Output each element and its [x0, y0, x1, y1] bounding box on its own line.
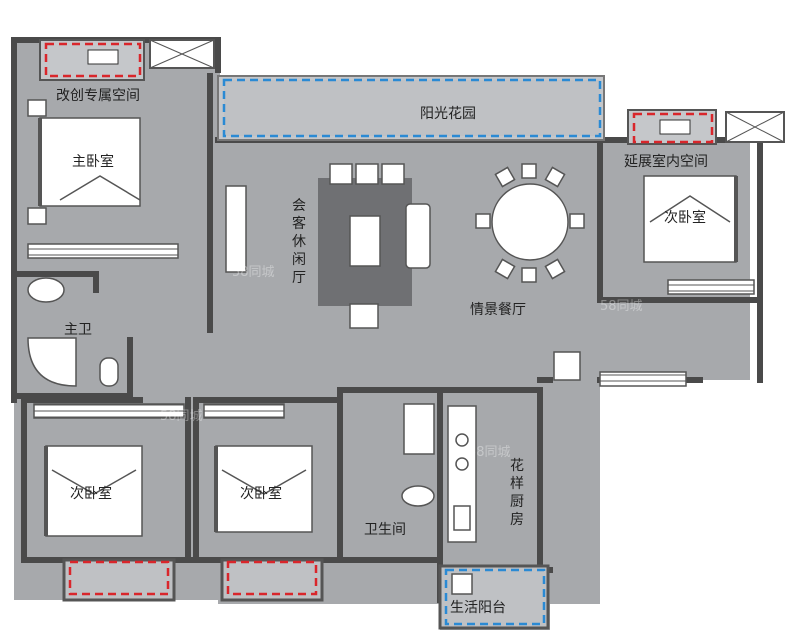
dining-table [491, 183, 569, 261]
furniture [27, 99, 755, 595]
label-bedroom-middle: 次卧室 [240, 485, 282, 502]
label-bedroom-right: 次卧室 [664, 209, 706, 226]
label-master-bath: 主卫 [64, 322, 92, 338]
label-extended-space: 延展室内空间 [624, 153, 708, 170]
label-kitchen: 花样厨房 [510, 458, 524, 528]
label-toilet: 卫生间 [364, 522, 406, 538]
watermark: 58同城 [468, 445, 511, 460]
label-master-bedroom: 主卧室 [72, 153, 114, 170]
watermark: 58同城 [160, 409, 203, 424]
label-bedroom-left: 次卧室 [70, 485, 112, 502]
watermark: 58同城 [600, 299, 643, 314]
watermark: 58同城 [232, 265, 275, 280]
label-dining: 情景餐厅 [470, 302, 526, 318]
label-lounge: 会客休闲厅 [292, 198, 306, 286]
label-utility-balcony: 生活阳台 [450, 600, 506, 616]
label-sun-garden: 阳光花园 [420, 106, 476, 122]
label-converted-space: 改创专属空间 [56, 88, 140, 104]
bay-window-middle-highlight [226, 560, 318, 596]
converted-space-highlight [44, 42, 142, 78]
watermarks: 58同城 58同城 58同城 58同城 [160, 265, 643, 460]
sun-garden-highlight [222, 78, 602, 138]
room-labels: 改创专属空间 主卧室 主卫 阳光花园 情景餐厅 延展室内空间 次卧室 次卧室 次… [56, 88, 708, 616]
utility-balcony-highlight [444, 568, 546, 626]
extended-space-highlight [632, 112, 714, 144]
